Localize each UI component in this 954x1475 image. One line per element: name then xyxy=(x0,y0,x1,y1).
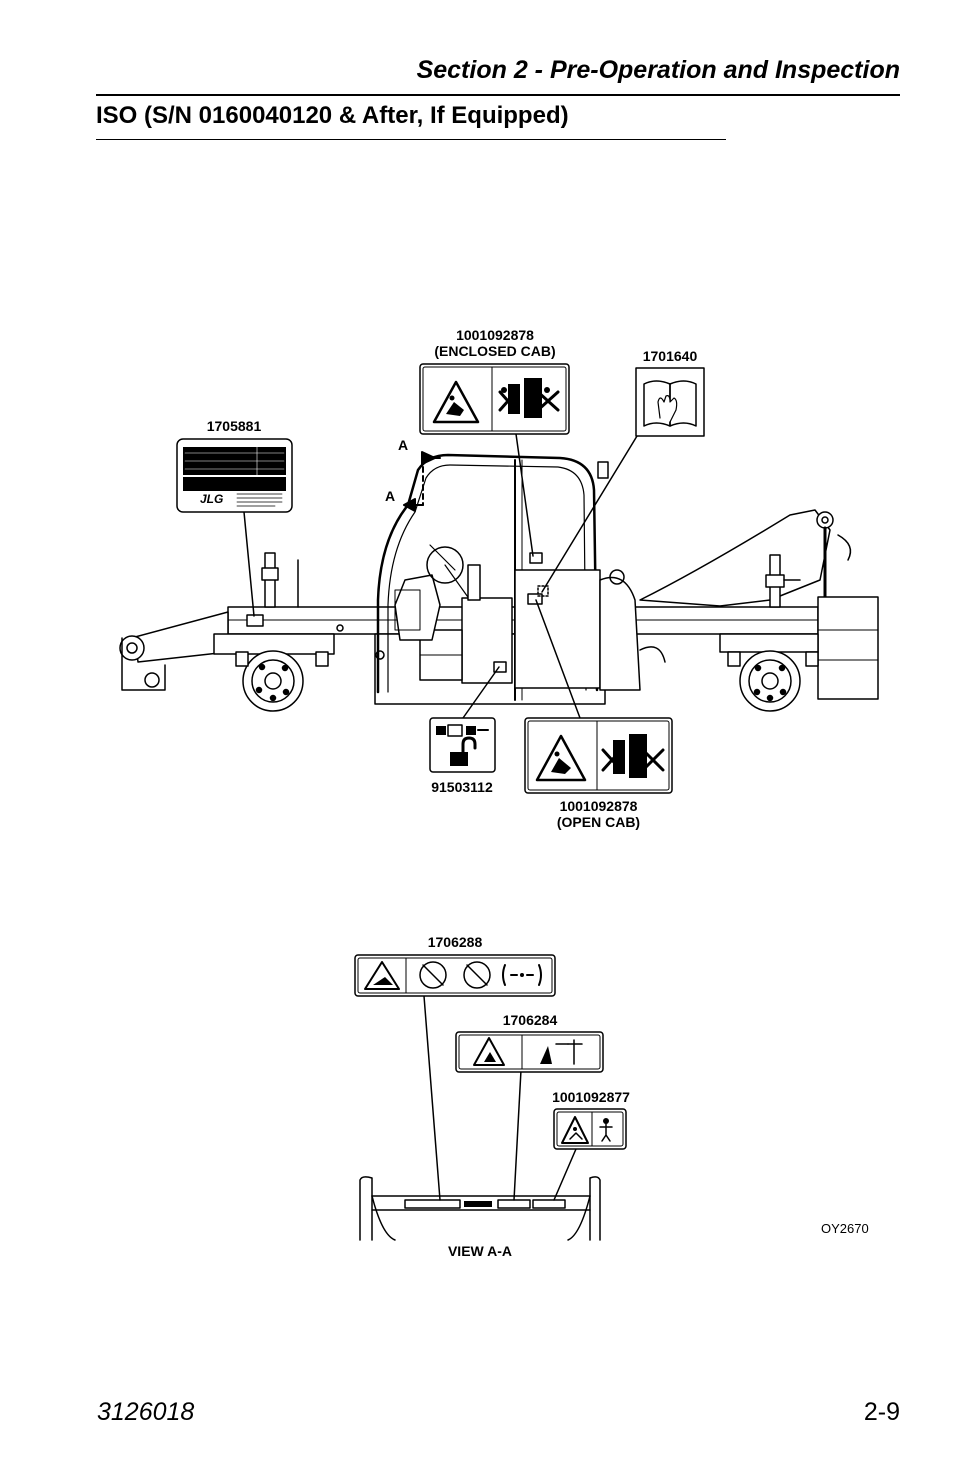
decal-manual xyxy=(635,367,705,437)
decal-seatbelt xyxy=(429,717,496,773)
serial-plate-brand: JLG xyxy=(200,492,224,506)
header-rule xyxy=(96,94,900,96)
view-label: VIEW A-A xyxy=(447,1243,513,1259)
label-enclosed-cab-part: 1001092878 xyxy=(456,327,534,343)
label-seatbelt: 91503112 xyxy=(431,779,493,795)
decal-enclosed-cab xyxy=(419,363,570,435)
title-rule xyxy=(96,139,726,140)
decal-serial-plate xyxy=(176,438,293,513)
decal-boom-c xyxy=(553,1108,627,1150)
label-boom-b: 1706284 xyxy=(502,1012,558,1028)
label-open-cab-part: 1001092878 xyxy=(559,798,638,814)
label-open-cab: 1001092878 (OPEN CAB) xyxy=(525,798,672,830)
label-manual: 1701640 xyxy=(642,348,698,364)
decal-open-cab xyxy=(524,717,673,794)
decal-boom-a xyxy=(354,954,556,997)
leader-lines xyxy=(243,433,638,719)
marker-a-upper: A xyxy=(398,437,409,453)
page-title: ISO (S/N 0160040120 & After, If Equipped… xyxy=(96,102,569,129)
label-boom-c: 1001092877 xyxy=(552,1089,630,1105)
machine-side-view xyxy=(119,453,879,712)
label-boom-a: 1706288 xyxy=(427,934,483,950)
section-marker xyxy=(403,451,441,512)
section-title: Section 2 - Pre-Operation and Inspection xyxy=(416,56,900,84)
footer-doc-number: 3126018 xyxy=(97,1398,195,1426)
label-open-cab-note: (OPEN CAB) xyxy=(556,814,641,830)
view-a-a-drawing xyxy=(359,995,601,1241)
decal-boom-b xyxy=(455,1031,604,1073)
footer-page-number: 2-9 xyxy=(863,1398,900,1426)
figure-id: OY2670 xyxy=(821,1221,869,1236)
label-serial-plate: 1705881 xyxy=(206,418,262,434)
marker-a-lower: A xyxy=(385,488,396,504)
label-enclosed-cab-note: (ENCLOSED CAB) xyxy=(434,343,556,359)
label-enclosed-cab: 1001092878 (ENCLOSED CAB) xyxy=(420,327,570,359)
